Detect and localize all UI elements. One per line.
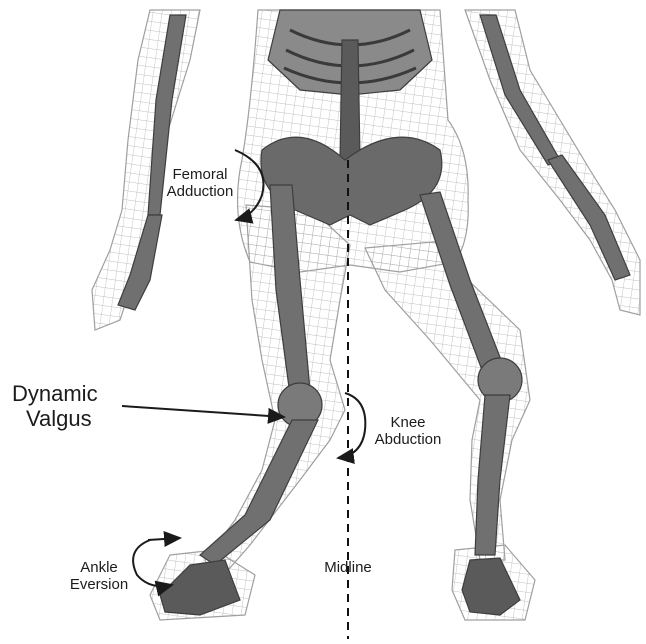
femoral-adduction-label: Femoral Adduction bbox=[160, 166, 240, 201]
dynamic-valgus-line-1: Dynamic bbox=[12, 381, 122, 406]
ankle-eversion-label: Ankle Eversion bbox=[64, 559, 134, 594]
ankle-eversion-line-2: Eversion bbox=[64, 576, 134, 593]
dynamic-valgus-label: Dynamic Valgus bbox=[12, 381, 122, 432]
ankle-eversion-line-1: Ankle bbox=[64, 559, 134, 576]
femoral-adduction-line-2: Adduction bbox=[160, 183, 240, 200]
midline-text: Midline bbox=[308, 559, 388, 576]
body-mesh bbox=[92, 10, 640, 620]
knee-abduction-label: Knee Abduction bbox=[368, 414, 448, 449]
dynamic-valgus-pointer bbox=[122, 406, 284, 417]
dynamic-valgus-line-2: Valgus bbox=[12, 406, 122, 431]
femoral-adduction-line-1: Femoral bbox=[160, 166, 240, 183]
midline-label: Midline bbox=[308, 559, 388, 576]
knee-abduction-line-2: Abduction bbox=[368, 431, 448, 448]
knee-abduction-line-1: Knee bbox=[368, 414, 448, 431]
ankle-eversion-arrow-head bbox=[148, 538, 180, 540]
